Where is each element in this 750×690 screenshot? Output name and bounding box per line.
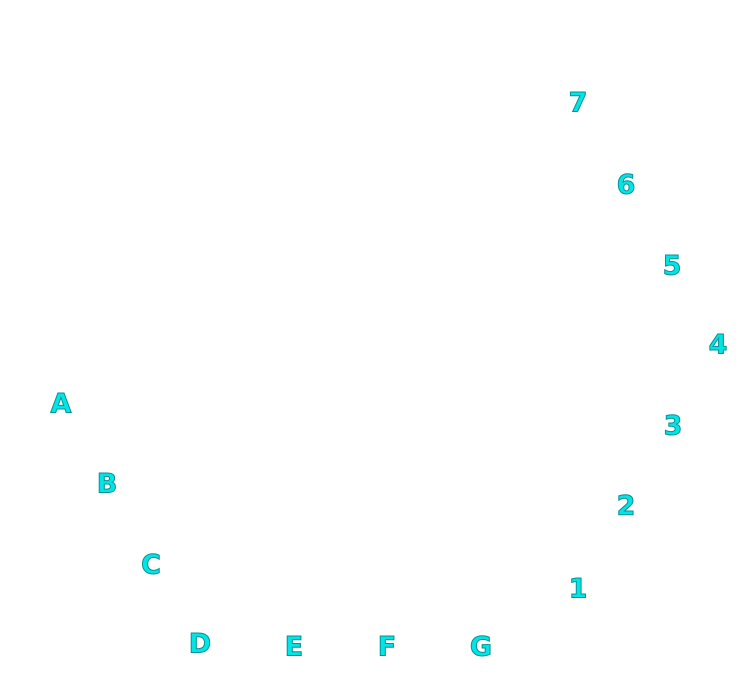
- label-6: 6: [616, 169, 636, 201]
- label-b: B: [96, 468, 118, 500]
- label-5: 5: [662, 250, 682, 282]
- label-c: C: [141, 549, 162, 581]
- label-2: 2: [616, 490, 636, 522]
- label-e: E: [284, 631, 304, 663]
- label-f: F: [377, 631, 397, 663]
- label-1: 1: [568, 573, 588, 605]
- label-3: 3: [663, 410, 683, 442]
- label-7: 7: [568, 87, 588, 119]
- label-g: G: [469, 631, 493, 663]
- label-4: 4: [708, 329, 728, 361]
- label-d: D: [188, 628, 212, 660]
- label-a: A: [50, 388, 72, 420]
